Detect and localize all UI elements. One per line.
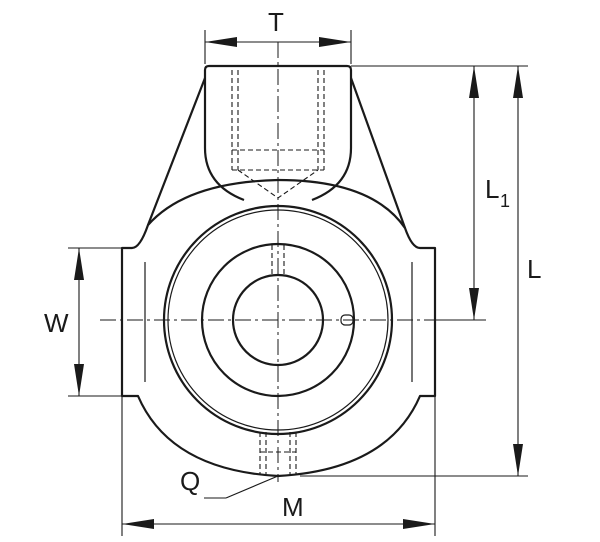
dimension-T: T — [204, 7, 352, 64]
leader-Q: Q — [180, 466, 279, 499]
label-M: M — [282, 492, 304, 522]
housing-body — [120, 64, 437, 478]
label-W: W — [44, 308, 69, 338]
label-L: L — [527, 254, 541, 284]
label-T: T — [268, 7, 284, 37]
dimension-L: L — [300, 66, 541, 477]
center-lines — [100, 42, 455, 482]
label-L1-subscript: 1 — [500, 191, 510, 211]
label-L1: L — [485, 174, 499, 204]
right-web — [349, 77, 407, 229]
top-boss-outline — [203, 64, 353, 202]
dimension-M: M — [121, 396, 436, 536]
left-web — [146, 77, 207, 226]
dimension-L1: L 1 — [351, 65, 528, 321]
label-Q: Q — [180, 466, 200, 496]
dimension-W: W — [44, 247, 122, 397]
main-body-outline — [120, 178, 437, 478]
